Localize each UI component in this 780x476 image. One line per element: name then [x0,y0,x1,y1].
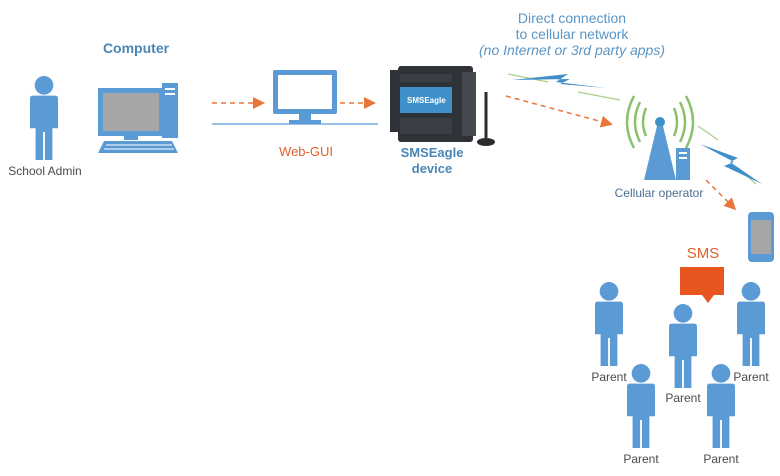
parent-person-icon-3 [737,282,765,366]
device-label-line2: device [411,161,453,176]
parent-person-icon-1 [595,282,623,366]
direct-connection-line1: Direct connection [517,10,627,26]
parent-label-3: Parent [733,370,769,384]
cell-tower-icon [625,95,695,180]
sms-bubble-icon [680,267,724,303]
desktop-computer-icon [98,83,178,153]
parent-label-2: Parent [665,391,701,405]
school-admin-person-icon [30,76,58,160]
parent-label-1: Parent [591,370,627,384]
device-signal-line [507,73,549,83]
parent-label-5: Parent [703,452,739,466]
device-signal-line-2 [577,91,621,101]
parent-person-icon-5 [707,364,735,448]
device-brand-text: SMSEagle [407,96,446,105]
direct-connection-line3: (no Internet or 3rd party apps) [479,42,665,58]
device-to-tower-arrow [505,95,613,128]
parent-label-4: Parent [623,452,659,466]
tower-signal-line [697,125,719,141]
school-admin-label: School Admin [8,164,82,178]
web-gui-label: Web-GUI [279,144,333,159]
monitor-icon [273,70,337,124]
computer-label: Computer [102,40,170,56]
parent-person-icon-2 [669,304,697,388]
lightning-icon-2 [700,144,762,184]
direct-connection-line2: to cellular network [515,26,629,42]
smseagle-device-icon [390,66,495,146]
parent-person-icon-4 [627,364,655,448]
lightning-icon [512,74,606,88]
sms-label: SMS [686,245,720,262]
mobile-phone-icon [748,212,774,262]
tower-to-phone-arrow [705,179,737,211]
cellular-operator-label: Cellular operator [614,186,704,200]
device-label-line1: SMSEagle [400,145,464,160]
